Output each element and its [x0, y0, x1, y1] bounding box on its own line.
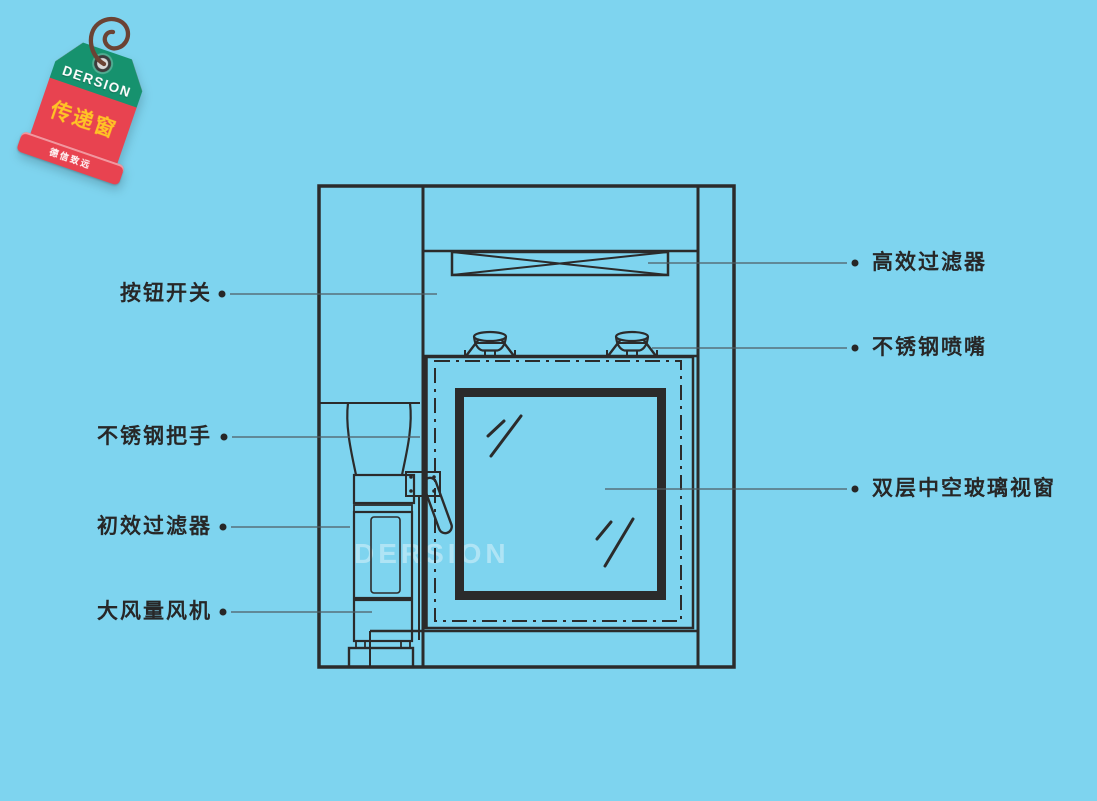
spray-nozzles: [463, 330, 659, 359]
label-hepa-filter: 高效过滤器: [872, 251, 987, 274]
label-primary-filter: 初效过滤器: [97, 515, 212, 538]
label-dot: [851, 259, 859, 267]
label-stainless-nozzle: 不锈钢喷嘴: [872, 336, 987, 359]
glass-window: [455, 388, 666, 600]
tag-rope: [88, 16, 131, 67]
label-double-glass-window: 双层中空玻璃视窗: [872, 477, 1056, 500]
label-dot: [220, 433, 228, 441]
label-high-volume-fan: 大风量风机: [97, 600, 212, 623]
label-dot: [851, 485, 859, 493]
label-stainless-handle: 不锈钢把手: [97, 425, 212, 448]
label-dot: [219, 608, 227, 616]
label-button-switch: 按钮开关: [120, 282, 212, 305]
door-handle: [405, 471, 453, 640]
label-dot: [219, 523, 227, 531]
leader-lines: [218, 259, 859, 616]
glass-reflections: [486, 414, 635, 568]
blower-unit: [320, 402, 420, 669]
label-dot: [851, 344, 859, 352]
hepa-filter: [450, 250, 670, 277]
label-dot: [218, 290, 226, 298]
brand-watermark: DERSION: [354, 538, 510, 569]
door-frame: [422, 355, 695, 630]
